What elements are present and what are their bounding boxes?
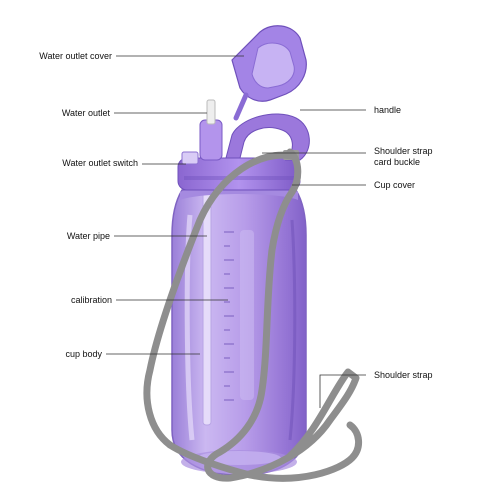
label-shoulder-strap-card-buckle-line2: card buckle	[374, 157, 421, 167]
label-water-pipe: Water pipe	[66, 231, 110, 241]
water-outlet-shape	[199, 119, 223, 161]
label-cup-body: cup body	[65, 349, 102, 359]
leader-shoulder-strap	[319, 374, 366, 408]
label-water-outlet: Water outlet	[61, 108, 110, 118]
calibration-ticks	[224, 231, 234, 401]
label-shoulder-strap-card-buckle-line1: Shoulder strap	[374, 146, 433, 156]
water-outlet-switch-shape	[181, 151, 199, 165]
shoulder-strap-front	[204, 148, 360, 482]
label-cup-cover: Cup cover	[374, 180, 416, 190]
label-shoulder-strap: Shoulder strap	[374, 370, 433, 380]
label-water-outlet-cover: Water outlet cover	[39, 51, 112, 61]
label-calibration: calibration	[70, 295, 112, 305]
label-handle: handle	[374, 105, 402, 115]
leader-lines	[106, 55, 366, 408]
label-water-outlet-switch: Water outlet switch	[62, 158, 138, 168]
label-shoulder-strap-card-buckle: Shoulder strap card buckle	[374, 146, 433, 168]
